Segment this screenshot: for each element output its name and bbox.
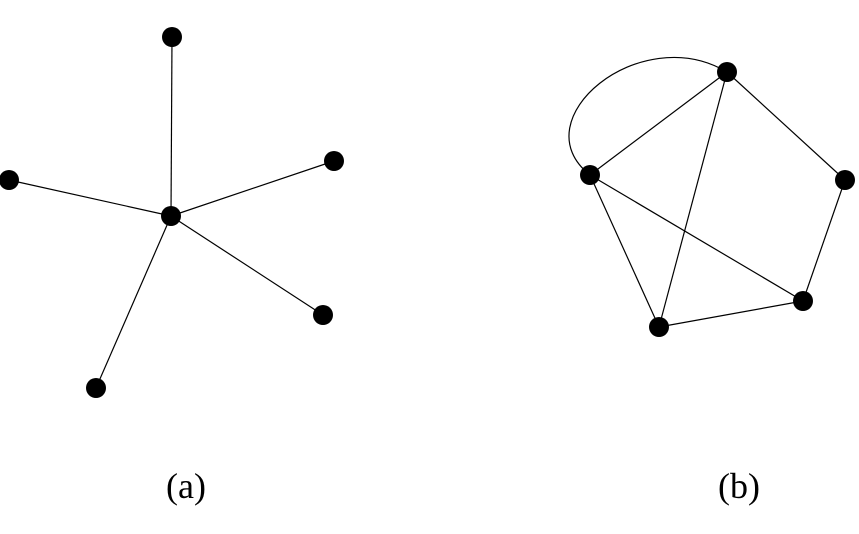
graph-a-node-left [0,170,19,190]
graph-a-node-right-lower [313,305,333,325]
graph-a-node-right-upper [324,151,344,171]
graph-b-edge-top-right [726,71,846,181]
graph-b-node-bottom-left [649,317,669,337]
graph-a-edge-center-top [170,36,173,217]
graph-a-edge-center-right-upper [170,160,335,217]
graph-a-edge-center-bottom-left [95,215,172,389]
graph-a-edge-center-right-lower [170,215,324,316]
graph-b-edge-right-bottom-right [802,179,846,302]
graph-b-node-right [835,170,855,190]
graph-b-node-left [580,165,600,185]
graph-a-node-top [162,27,182,47]
caption-b: (b) [718,466,760,506]
graph-a-node-bottom-left [86,378,106,398]
graph-a-nodes [0,27,344,398]
graph-b-curved-edge-left-top [568,56,728,176]
graph-b-node-top [717,62,737,82]
graph-b-node-bottom-right [793,291,813,311]
graph-b-edge-top-left [589,71,728,176]
graph-b-edge-bottom-right-bottom-left [658,300,804,328]
graph-a-edge-center-left [8,179,172,217]
graph-a-node-center [161,206,181,226]
graph-b-edge-top-bottom-left [658,71,728,328]
graph-b-nodes [580,62,855,337]
graph-b-edge-left-bottom-left [589,174,660,328]
caption-a: (a) [166,466,206,506]
graph-b [568,56,855,337]
graph-b-edges [568,56,846,328]
graph-a-edges [8,36,335,389]
graph-a [0,27,344,398]
graph-b-edge-left-bottom-right [589,174,804,302]
